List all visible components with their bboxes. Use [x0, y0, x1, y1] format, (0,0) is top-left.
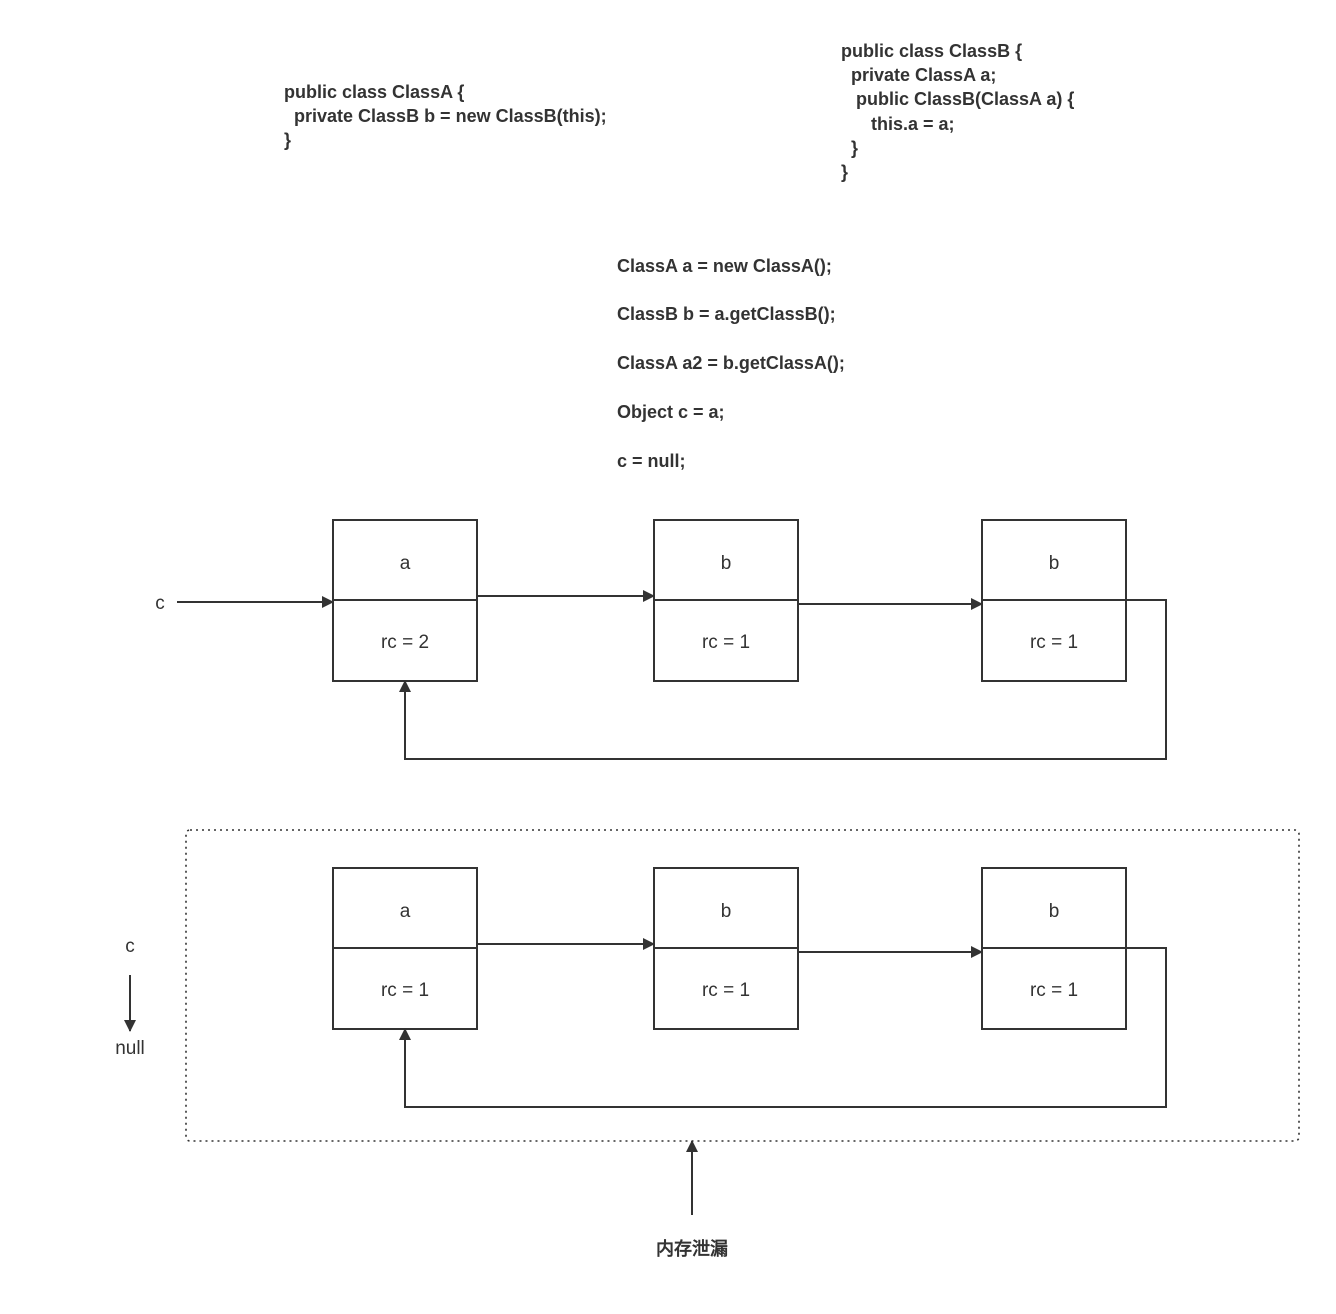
class-b-line-2: private ClassA a;: [841, 65, 996, 85]
node-name: b: [721, 901, 732, 922]
statement-3: ClassA a2 = b.getClassA();: [617, 353, 845, 373]
node-name: a: [400, 901, 411, 922]
class-b-line-1: public class ClassB {: [841, 41, 1022, 61]
node-rc: rc = 1: [1030, 632, 1078, 653]
node-rc: rc = 1: [702, 980, 750, 1001]
leak-region: [185, 829, 1300, 1142]
memory-leak-label: 内存泄漏: [656, 1238, 728, 1260]
node-name: b: [1049, 901, 1060, 922]
ref-c-label-after: c: [125, 936, 135, 957]
node-b-2: b rc = 1: [981, 867, 1127, 1030]
class-a-line-3: }: [284, 130, 291, 150]
after-cycle: c null a rc = 1 b rc = 1 b rc = 1: [115, 867, 1167, 1108]
node-rc: rc = 1: [1030, 980, 1078, 1001]
null-label: null: [115, 1038, 145, 1059]
node-rc: rc = 2: [381, 632, 429, 653]
class-b-line-3: public ClassB(ClassA a) {: [841, 89, 1074, 109]
statement-1: ClassA a = new ClassA();: [617, 256, 832, 276]
class-a-code: public class ClassA { private ClassB b =…: [284, 82, 607, 150]
node-rc: rc = 1: [702, 632, 750, 653]
before-cycle: c a rc = 2 b rc = 1 b rc = 1: [155, 519, 1167, 760]
node-b-2: b rc = 1: [981, 519, 1127, 682]
node-rc: rc = 1: [381, 980, 429, 1001]
ref-c-label: c: [155, 593, 165, 614]
b-back-to-a-arrow: [399, 947, 1167, 1108]
class-b-code: public class ClassB { private ClassA a; …: [841, 41, 1074, 182]
class-b-line-6: }: [841, 162, 848, 182]
node-name: b: [721, 553, 732, 574]
statement-2: ClassB b = a.getClassB();: [617, 304, 836, 324]
b-back-to-a-arrow: [399, 599, 1167, 760]
class-a-line-2: private ClassB b = new ClassB(this);: [284, 106, 607, 126]
class-a-line-1: public class ClassA {: [284, 82, 464, 102]
node-b: b rc = 1: [653, 867, 799, 1030]
node-a: a rc = 2: [332, 519, 478, 682]
statement-4: Object c = a;: [617, 402, 725, 422]
class-b-line-5: }: [841, 138, 858, 158]
statement-5: c = null;: [617, 451, 686, 471]
node-b: b rc = 1: [653, 519, 799, 682]
class-b-line-4: this.a = a;: [841, 114, 955, 134]
node-name: b: [1049, 553, 1060, 574]
node-name: a: [400, 553, 411, 574]
node-a: a rc = 1: [332, 867, 478, 1030]
statements-code: ClassA a = new ClassA(); ClassB b = a.ge…: [617, 256, 845, 471]
